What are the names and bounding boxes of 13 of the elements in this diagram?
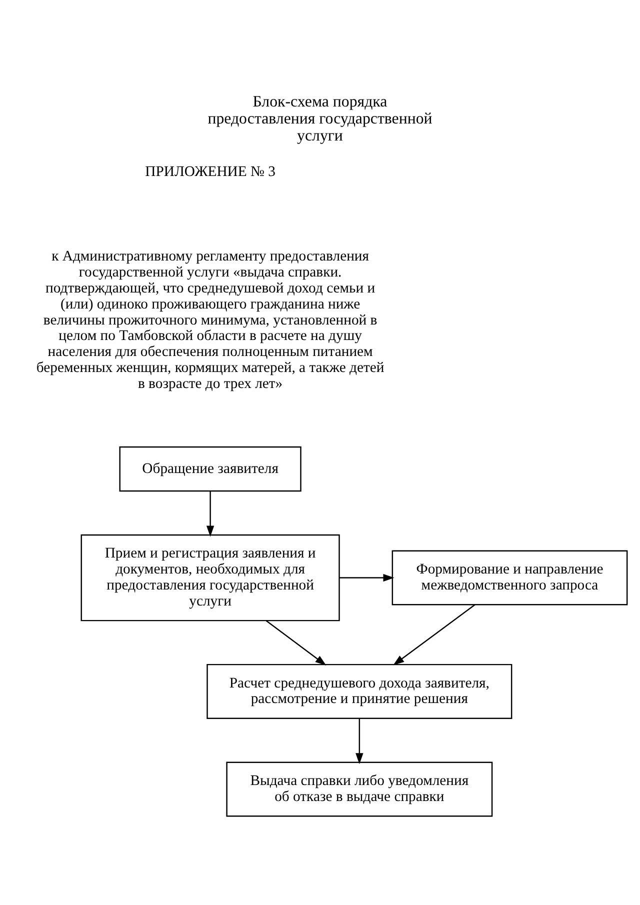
node-box: Выдача справки либо уведомления об отказе в выдаче справки — [226, 762, 493, 817]
diagram-title: Блок-схема порядка предоставления государственной услуги — [208, 93, 432, 145]
node-box: Расчет среднедушевого дохода заявителя, рассмотрение и принятие решения — [206, 664, 512, 719]
node-box: Формирование и направление межведомственного запроса — [392, 550, 628, 606]
arrow — [356, 718, 364, 764]
arrow — [340, 574, 394, 582]
node-box: Обращение заявителя — [119, 446, 302, 492]
arrow — [393, 604, 476, 666]
node-box: Прием и регистрация заявления и документов, необходимых для предоставления государственной услуги — [80, 534, 340, 622]
label: ПРИЛОЖЕНИЕ № 3 — [145, 164, 276, 180]
arrow — [266, 620, 326, 666]
label: к Административному регламенту предоставления государственной услуги «выдача справки. подтверждающей, что среднедушевой доход семьи и (или) одиноко проживающего гражданина ниже величины прожиточного минимума, установленной в целом по Тамбовской области в расчете на душу населения для обеспечения полноценным питанием беременных женщин, кормящих матерей, а также детей в возрасте до трех лет» — [36, 248, 384, 392]
arrow — [206, 491, 214, 537]
